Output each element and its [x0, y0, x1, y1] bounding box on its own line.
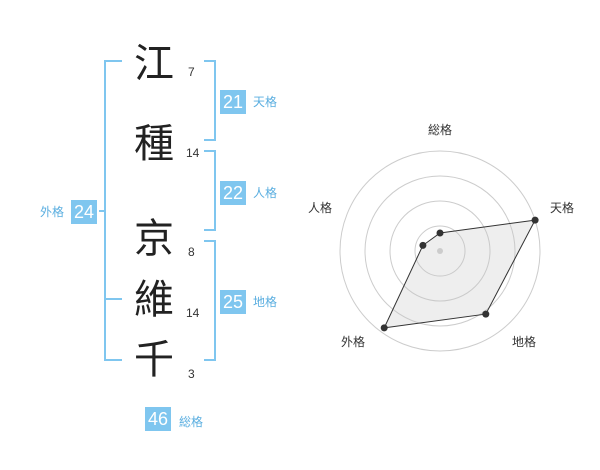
chikaku-value: 25 — [220, 290, 247, 314]
soukaku-label: 総格 — [179, 415, 204, 429]
stroke-count-2: 14 — [186, 146, 200, 160]
radar-point-2 — [531, 216, 539, 224]
radar-rings — [339, 150, 541, 352]
name-char-3: 京 — [134, 216, 174, 262]
gaikaku-value: 24 — [71, 200, 98, 224]
gaikaku-bracket-split — [104, 298, 122, 300]
axis-label-jinkaku: 人格 — [308, 200, 332, 215]
stroke-count-3: 8 — [188, 245, 195, 259]
stroke-count-1: 7 — [188, 65, 195, 79]
name-char-4: 維 — [134, 277, 174, 323]
axis-label-soukaku: 総格 — [428, 122, 452, 137]
radar-ring-1 — [414, 225, 466, 277]
name-char-5: 千 — [134, 337, 174, 383]
radar-points — [380, 216, 539, 332]
radar-point-4 — [380, 324, 388, 332]
axis-label-tenkaku: 天格 — [550, 200, 574, 215]
jinkaku-bracket — [204, 150, 216, 231]
name-char-1: 江 — [134, 41, 174, 87]
radar-polygon — [383, 219, 536, 329]
name-char-2: 種 — [134, 121, 174, 167]
soukaku-value: 46 — [145, 407, 172, 431]
jinkaku-value: 22 — [220, 181, 247, 205]
stroke-count-4: 14 — [186, 306, 200, 320]
chikaku-bracket — [204, 240, 216, 361]
gaikaku-bracket-tick — [99, 210, 105, 212]
axis-label-gaikaku: 外格 — [341, 334, 365, 349]
stroke-count-5: 3 — [188, 367, 195, 381]
radar-ring-4 — [339, 150, 541, 352]
radar-point-3 — [482, 310, 490, 318]
radar-point-5 — [419, 241, 427, 249]
tenkaku-value: 21 — [220, 90, 247, 114]
radar-ring-2 — [389, 200, 491, 302]
tenkaku-bracket — [204, 60, 216, 141]
gaikaku-label: 外格 — [40, 205, 65, 219]
radar-point-1 — [436, 229, 444, 237]
jinkaku-label: 人格 — [253, 186, 278, 200]
axis-label-chikaku: 地格 — [512, 334, 536, 349]
tenkaku-label: 天格 — [253, 95, 278, 109]
chikaku-label: 地格 — [253, 295, 278, 309]
gaikaku-bracket — [104, 60, 122, 361]
radar-ring-3 — [364, 175, 516, 327]
radar-center-dot — [437, 248, 443, 254]
